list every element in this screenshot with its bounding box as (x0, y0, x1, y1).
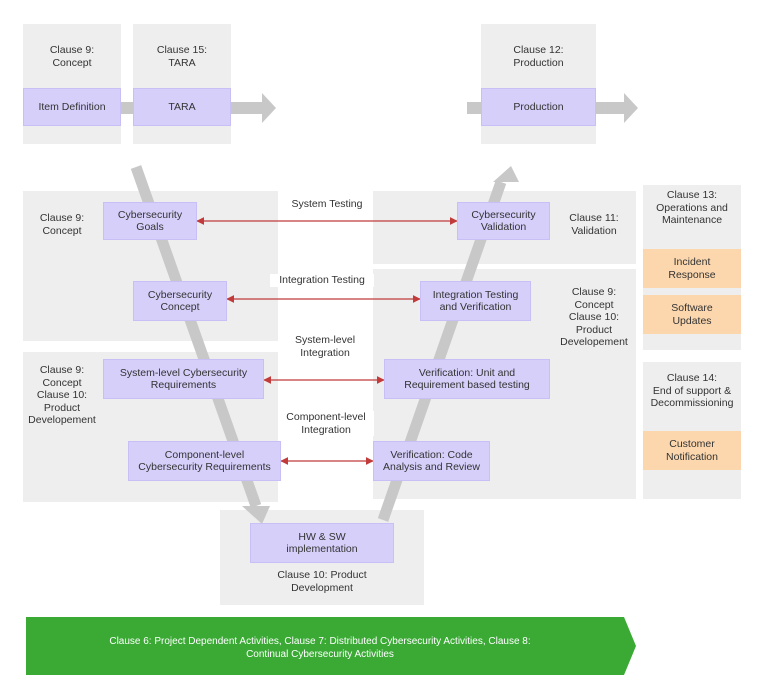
incident-response-box: Incident Response (643, 249, 741, 288)
right-product-clause-label: Clause 9: Concept Clause 10: Product Dev… (560, 286, 628, 348)
banner-shape (26, 617, 636, 675)
verification-unit-requirement-box: Verification: Unit and Requirement based… (384, 359, 550, 399)
operations-clause-label: Clause 13: Operations and Maintenance (656, 189, 728, 226)
implementation-clause-label: Clause 10: Product Development (277, 569, 367, 594)
integration-testing-label: Integration Testing (270, 274, 374, 287)
integration-testing-verification-box: Integration Testing and Verification (420, 281, 531, 321)
cybersecurity-concept-box: Cybersecurity Concept (133, 281, 227, 321)
cybersecurity-goals-box: Cybersecurity Goals (103, 202, 197, 240)
hw-sw-implementation-box: HW & SW implementation (250, 523, 394, 563)
component-level-requirements-box: Component-level Cybersecurity Requiremen… (128, 441, 281, 481)
left-concept-clause-label: Clause 9: Concept (39, 212, 85, 237)
top-concept-clause-label: Clause 9: Concept (49, 44, 95, 69)
production-box: Production (481, 88, 596, 126)
system-testing-label: System Testing (291, 198, 363, 210)
right-validation-clause-label: Clause 11: Validation (569, 212, 619, 237)
end-of-support-clause-label: Clause 14: End of support & Decommission… (650, 372, 734, 409)
cybersecurity-validation-box: Cybersecurity Validation (457, 202, 550, 240)
left-product-clause-label: Clause 9: Concept Clause 10: Product Dev… (28, 364, 96, 426)
banner-text: Clause 6: Project Dependent Activities, … (109, 636, 531, 660)
verification-code-analysis-box: Verification: Code Analysis and Review (373, 441, 490, 481)
item-definition-box: Item Definition (23, 88, 121, 126)
system-level-requirements-box: System-level Cybersecurity Requirements (103, 359, 264, 399)
software-updates-box: Software Updates (643, 295, 741, 334)
top-tara-clause-label: Clause 15: TARA (156, 44, 208, 69)
customer-notification-box: Customer Notification (643, 431, 741, 470)
panel-end-of-support (643, 362, 741, 499)
tara-box: TARA (133, 88, 231, 126)
component-level-integration-label: Component-level Integration (278, 411, 374, 436)
system-level-integration-label: System-level Integration (280, 334, 370, 359)
top-production-clause-label: Clause 12: Production (513, 44, 564, 69)
